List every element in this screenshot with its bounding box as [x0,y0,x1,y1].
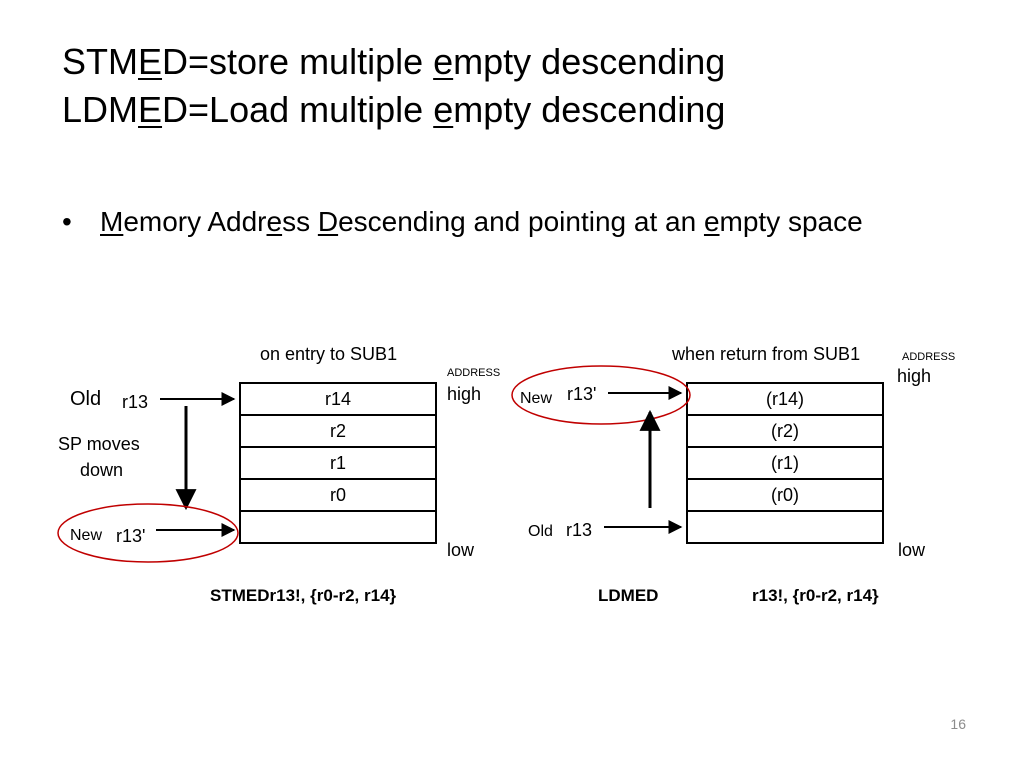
right-cell-r14: (r14) [766,389,804,409]
left-instruction: STMEDr13!, {r0-r2, r14} [210,586,397,605]
right-high-label: high [897,366,931,386]
right-heading: when return from SUB1 [671,344,860,364]
title-line-1: STMED=store multiple empty descending [62,41,726,82]
right-cell-r2: (r2) [771,421,799,441]
left-cell-r14: r14 [325,389,351,409]
left-address-label: ADDRESS [447,367,500,379]
right-new-highlight-ellipse [511,365,691,425]
left-high-label: high [447,384,481,404]
left-stack-diagram: on entry to SUB1 ADDRESS high low r14 r2… [57,344,500,605]
page-number: 16 [950,716,966,732]
right-new-reg: r13' [567,384,596,404]
left-old-label: Old [70,388,101,410]
right-old-label: Old [528,523,553,540]
left-cell-r0: r0 [330,485,346,505]
left-sp-label-2: down [80,460,123,480]
left-stack-cells: r14 r2 r1 r0 [239,382,437,544]
bullet-marker: • [62,206,72,237]
left-heading: on entry to SUB1 [260,344,397,364]
slide-title: STMED=store multiple empty descending LD… [62,38,725,134]
right-new-label: New [520,390,552,407]
left-cell-r1: r1 [330,453,346,473]
left-new-highlight-ellipse [57,503,239,563]
left-new-label: New [70,527,102,544]
right-old-reg: r13 [566,520,592,540]
left-sp-label: SP moves [58,434,140,454]
left-cell-r2: r2 [330,421,346,441]
left-new-reg: r13' [116,526,145,546]
right-low-label: low [898,540,926,560]
bullet-text: Memory Address Descending and pointing a… [100,206,863,237]
bullet-point: • Memory Address Descending and pointing… [62,200,962,244]
title-line-2: LDMED=Load multiple empty descending [62,89,726,130]
right-stack-diagram: when return from SUB1 ADDRESS high low (… [511,344,955,605]
right-cell-r1: (r1) [771,453,799,473]
right-stack-cells: (r14) (r2) (r1) (r0) [686,382,884,544]
left-low-label: low [447,540,475,560]
right-address-label: ADDRESS [902,351,955,363]
right-cell-r0: (r0) [771,485,799,505]
right-instruction-op: LDMED [598,586,658,605]
right-instruction-args: r13!, {r0-r2, r14} [752,586,879,605]
left-old-reg: r13 [122,392,148,412]
